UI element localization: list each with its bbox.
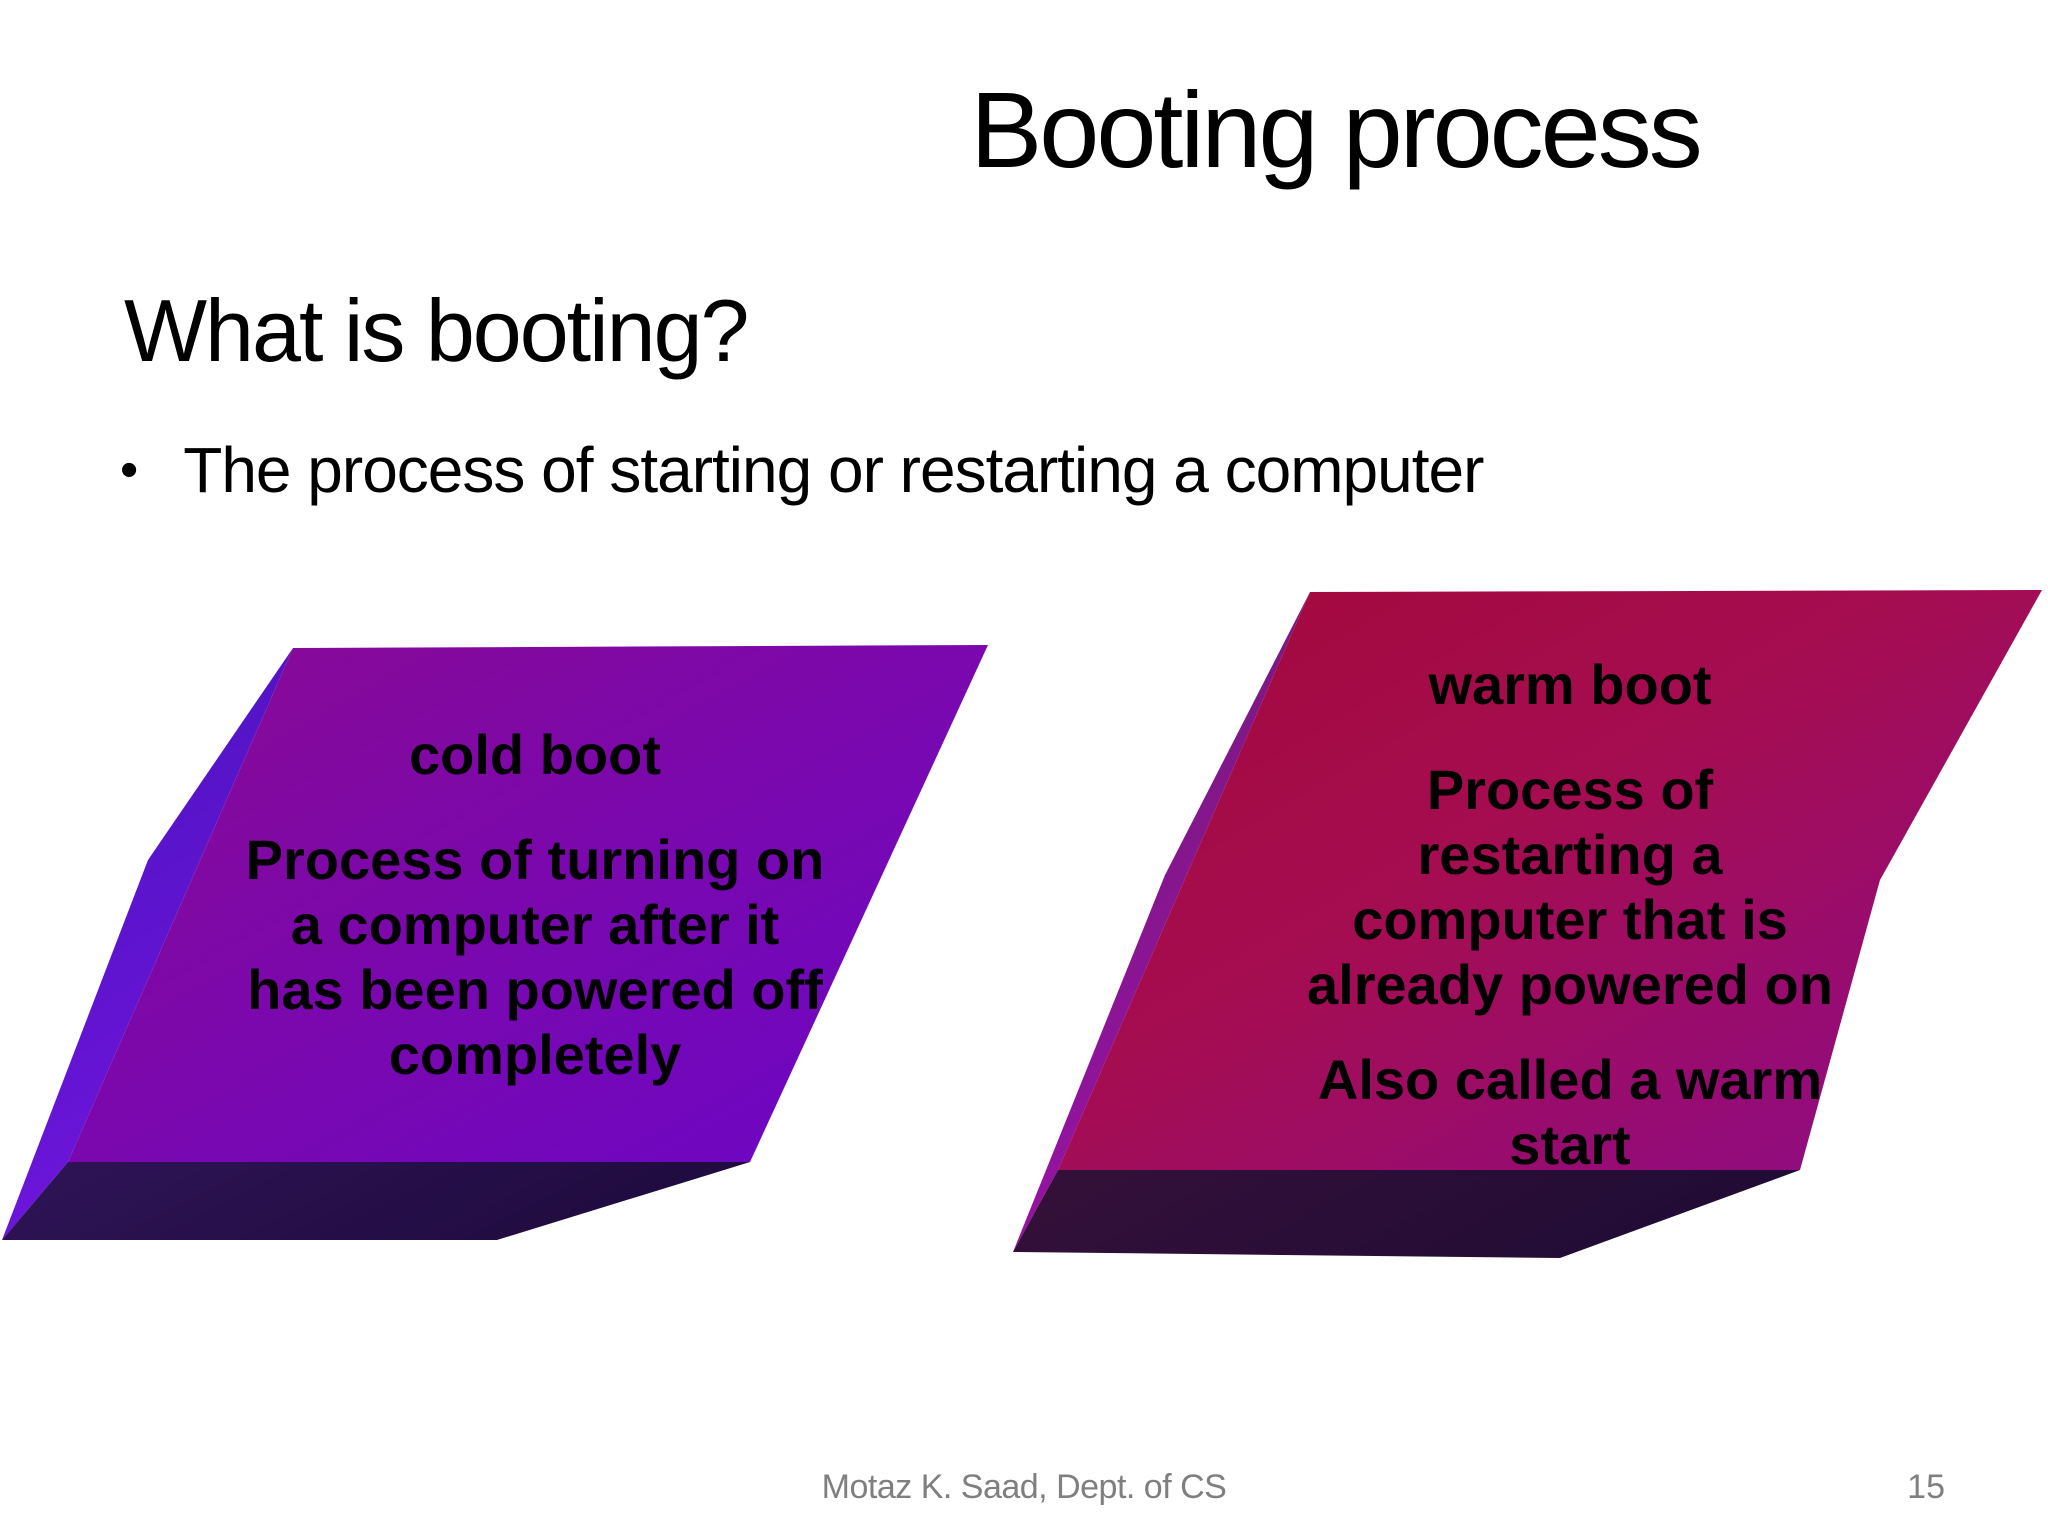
warm-boot-line: already powered on: [1307, 953, 1833, 1016]
slide-page-number: 15: [1907, 1468, 1945, 1506]
cold-boot-description: Process of turning on a computer after i…: [235, 827, 835, 1087]
slide-title: Booting process: [970, 69, 1702, 190]
bullet-icon: •: [120, 441, 138, 499]
section-heading: What is booting?: [124, 281, 749, 380]
footer-author: Motaz K. Saad, Dept. of CS: [821, 1468, 1227, 1506]
cold-boot-shape: [2, 645, 988, 1240]
cold-boot-bottom-face: [2, 1162, 750, 1240]
cold-boot-front-face: [68, 645, 988, 1162]
bullet-text: The process of starting or restarting a …: [183, 434, 1484, 506]
warm-boot-title: warm boot: [1428, 653, 1712, 716]
warm-boot-line: restarting a: [1417, 823, 1723, 886]
cold-boot-line: has been powered off: [247, 958, 823, 1021]
warm-boot-side-face: [1013, 592, 1310, 1252]
warm-boot-shape: [1013, 590, 2042, 1258]
warm-boot-line: start: [1509, 1113, 1631, 1176]
cold-boot-line: completely: [388, 1023, 682, 1086]
warm-boot-line: Also called a warm: [1317, 1048, 1823, 1111]
warm-boot-front-face: [1058, 590, 2042, 1170]
warm-boot-line: Process of: [1426, 758, 1714, 821]
warm-boot-bottom-face: [1013, 1170, 1800, 1258]
warm-boot-text-block: warm boot Process of restarting a comput…: [1270, 652, 1870, 1177]
bullet-item: • The process of starting or restarting …: [112, 430, 1912, 510]
cold-boot-side-face: [2, 648, 293, 1240]
cold-boot-text-block: cold boot Process of turning on a comput…: [235, 722, 835, 1087]
warm-boot-line: computer that is: [1352, 888, 1788, 951]
warm-boot-description: Process of restarting a computer that is…: [1270, 757, 1870, 1017]
cold-boot-title: cold boot: [409, 723, 661, 786]
cold-boot-line: a computer after it: [290, 893, 780, 956]
cold-boot-line: Process of turning on: [245, 828, 825, 891]
warm-boot-note: Also called a warm start: [1270, 1047, 1870, 1177]
